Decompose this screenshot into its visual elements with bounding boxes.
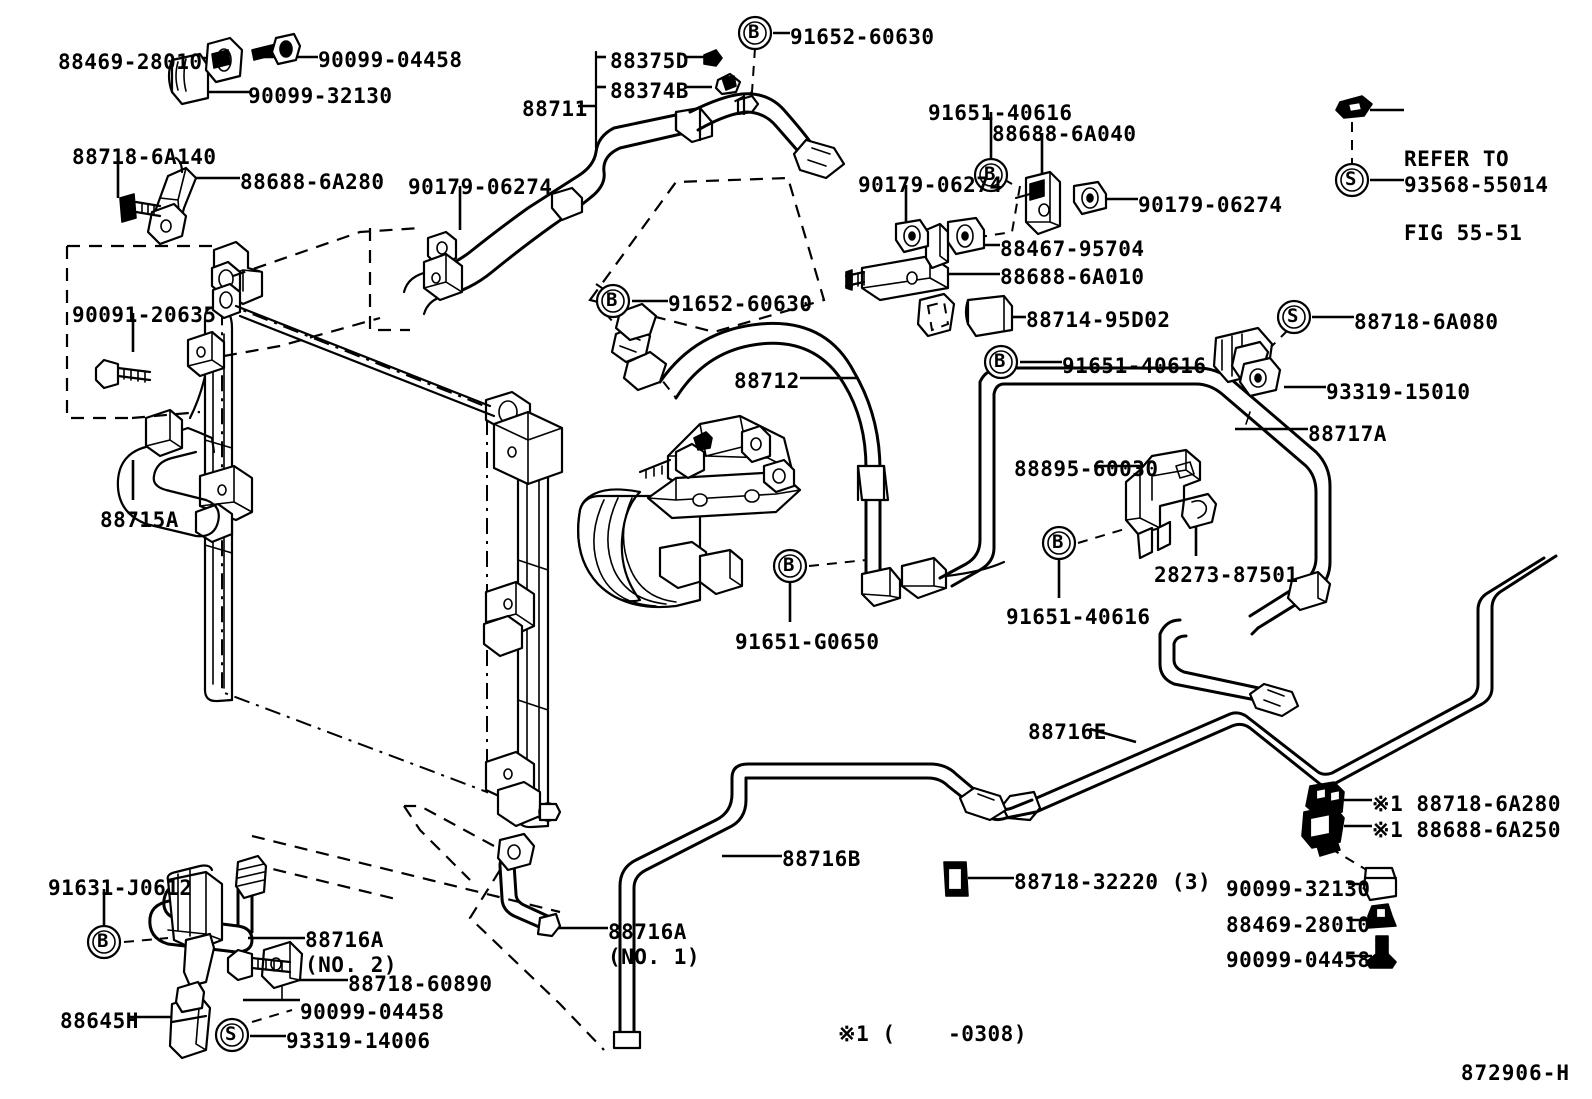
part-label-88716A-no2-sub: (NO. 2)	[305, 953, 398, 977]
part-label-93319-15010: 93319-15010	[1326, 380, 1471, 404]
part-label-90099-04458-bl: 90099-04458	[300, 1000, 445, 1024]
part-label-88716A-no1-sub: (NO. 1)	[608, 945, 701, 969]
part-label-88645H: 88645H	[60, 1009, 139, 1033]
part-label-90099-32130-bottom: 90099-32130	[1226, 877, 1371, 901]
part-label-88688-6A280: 88688-6A280	[240, 170, 385, 194]
part-88716A-no1	[251, 804, 605, 1051]
part-label-88716A-no2: 88716A	[305, 928, 384, 952]
part-label-88467-95704: 88467-95704	[1000, 237, 1145, 261]
part-88711-hose	[402, 49, 846, 334]
part-label-90179-06274-mid: 90179-06274	[858, 173, 1003, 197]
marker-s-93319-14006: S	[225, 1023, 237, 1045]
part-88716E-pipe	[1000, 554, 1558, 822]
part-label-88711: 88711	[522, 97, 588, 121]
refer-to-marker	[1335, 95, 1373, 119]
marker-b-91651-40616-upper: B	[984, 163, 996, 185]
marker-s-93568-55014: S	[1345, 168, 1357, 190]
marker-b-91631-J0612	[86, 924, 122, 960]
part-label-88718-6A140: 88718-6A140	[72, 145, 217, 169]
condenser-assembly	[194, 240, 564, 829]
marker-b-91652-60630-top: B	[748, 21, 760, 43]
part-label-88716A-no1: 88716A	[608, 920, 687, 944]
part-label-91651-40616-lower: 91651-40616	[1006, 605, 1151, 629]
part-label-88716E: 88716E	[1028, 720, 1107, 744]
part-label-88688-6A010: 88688-6A010	[1000, 265, 1145, 289]
refer-to-note: REFER TO FIG 55-51	[1404, 97, 1522, 295]
right-bottom-fasteners	[1301, 781, 1398, 969]
refer-to-line2: FIG 55-51	[1404, 220, 1523, 245]
refer-to-line1: REFER TO	[1404, 146, 1510, 171]
marker-b-91651-40616-mid: B	[994, 350, 1006, 372]
part-88712-hose	[610, 302, 1006, 608]
part-88715A	[65, 226, 421, 538]
part-label-88688-6A250-note: ※1 88688-6A250	[1372, 818, 1561, 842]
part-label-88715A: 88715A	[100, 508, 179, 532]
part-label-88717A: 88717A	[1308, 422, 1387, 446]
part-label-91652-60630-mid: 91652-60630	[668, 292, 813, 316]
marker-b-91651-40616-mid	[983, 344, 1019, 380]
part-label-91631-J0612: 91631-J0612	[48, 876, 193, 900]
marker-b-91651-G0650	[772, 548, 808, 584]
part-label-91651-40616-upper: 91651-40616	[928, 101, 1073, 125]
marker-s-88718-6A080: S	[1287, 305, 1299, 327]
dashed-link-left	[368, 228, 410, 332]
part-label-88469-28010: 88469-28010	[58, 50, 203, 74]
marker-b-91631-J0612: B	[97, 930, 109, 952]
part-88895-60030	[1124, 448, 1218, 560]
part-label-88374B: 88374B	[610, 79, 689, 103]
part-88688-6A010-bracket	[844, 170, 1108, 338]
footnote: ※1 ( -0308)	[838, 1022, 1027, 1046]
part-label-88375D: 88375D	[610, 49, 689, 73]
part-label-88712: 88712	[734, 369, 800, 393]
marker-b-91651-40616-lower	[1041, 525, 1077, 561]
marker-b-91652-60630-mid	[595, 283, 631, 319]
part-label-88714-95D02: 88714-95D02	[1026, 308, 1171, 332]
top-left-fasteners	[119, 32, 302, 246]
part-label-88895-60030: 88895-60030	[1014, 457, 1159, 481]
marker-s-93319-14006	[214, 1017, 250, 1053]
part-label-93319-14006: 93319-14006	[286, 1029, 431, 1053]
part-label-93568-55014: 93568-55014	[1404, 173, 1549, 197]
part-label-88718-60890: 88718-60890	[348, 972, 493, 996]
marker-b-91651-G0650: B	[783, 554, 795, 576]
part-label-90179-06274-left: 90179-06274	[408, 175, 553, 199]
part-label-91652-60630-top: 91652-60630	[790, 25, 935, 49]
part-label-88718-6A080: 88718-6A080	[1354, 310, 1499, 334]
marker-s-88718-6A080	[1276, 299, 1312, 335]
part-label-88688-6A040: 88688-6A040	[992, 122, 1137, 146]
part-label-90179-06274-right: 90179-06274	[1138, 193, 1283, 217]
part-label-90099-04458-top: 90099-04458	[318, 48, 463, 72]
part-label-88716B: 88716B	[782, 847, 861, 871]
part-label-88718-32220: 88718-32220 (3)	[1014, 870, 1212, 894]
marker-b-91651-40616-upper	[973, 157, 1009, 193]
part-label-90099-04458-bottom: 90099-04458	[1226, 948, 1371, 972]
part-label-88718-6A280-note: ※1 88718-6A280	[1372, 792, 1561, 816]
marker-b-91652-60630-top	[737, 15, 773, 51]
callout-markers	[86, 15, 1370, 1053]
part-label-90091-20635: 90091-20635	[72, 303, 217, 327]
marker-b-91652-60630-mid: B	[606, 289, 618, 311]
part-88716A-no2	[148, 854, 304, 1060]
part-label-91651-40616-mid: 91651-40616	[1062, 354, 1207, 378]
part-label-88469-28010-bottom: 88469-28010	[1226, 913, 1371, 937]
diagram-id: 872906-H	[1460, 1061, 1570, 1085]
marker-s-93568-55014	[1334, 162, 1370, 198]
part-label-90099-32130-top: 90099-32130	[248, 84, 393, 108]
part-label-91651-G0650: 91651-G0650	[735, 630, 880, 654]
marker-b-91651-40616-lower: B	[1052, 531, 1064, 553]
part-88718-32220-clip	[943, 861, 969, 897]
part-88716B-pipe	[612, 762, 1038, 1050]
compressor-assembly	[577, 414, 802, 609]
part-label-28273-87501: 28273-87501	[1154, 563, 1299, 587]
